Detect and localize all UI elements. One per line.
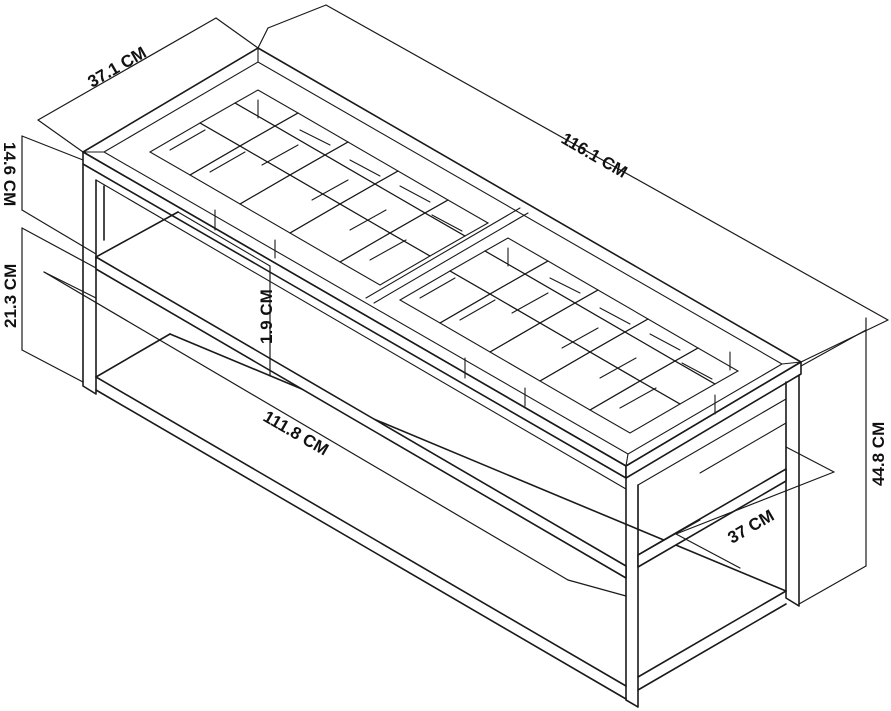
parquet-pattern-right <box>398 237 740 434</box>
label-top-slab: 1.9 CM <box>257 289 276 344</box>
label-top-thickness: 14.6 CM <box>0 142 19 206</box>
metal-frame <box>82 163 800 708</box>
dimension-lines <box>21 4 889 605</box>
table-top <box>82 47 802 479</box>
label-shelf-clearance: 21.3 CM <box>1 264 20 328</box>
parquet-pattern-left <box>148 89 490 286</box>
label-inner-length: 111.8 CM <box>260 407 332 459</box>
label-top-length: 116.1 CM <box>558 129 631 182</box>
label-top-depth: 37.1 CM <box>85 43 150 92</box>
label-total-height: 44.8 CM <box>869 422 888 486</box>
